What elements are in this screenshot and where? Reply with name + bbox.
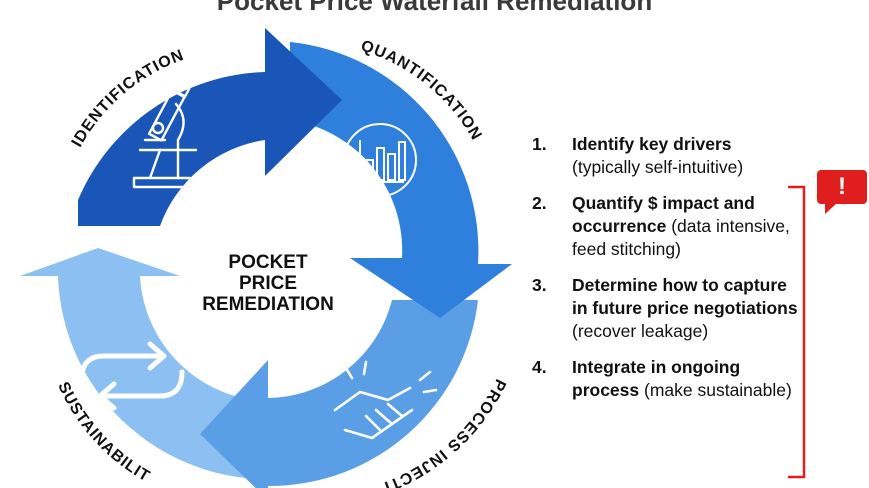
refresh-arrows-icon	[79, 341, 185, 411]
step-detail: (make sustainable)	[639, 380, 792, 400]
step-heading: Identify key drivers	[572, 134, 732, 154]
center-label-line: POCKET	[228, 252, 308, 273]
bar-chart-icon	[343, 123, 417, 197]
step-heading: Integrate in ongoing process	[572, 357, 741, 400]
center-label: POCKET PRICE REMEDIATION	[170, 252, 366, 315]
red-bracket	[788, 185, 806, 479]
step-item: 3. Determine how to capture in future pr…	[532, 274, 802, 343]
page-title: Pocket Price Waterfall Remediation	[216, 0, 653, 16]
step-heading: Determine how to capture in future price…	[572, 275, 798, 318]
remediation-cycle-diagram: IDENTIFICATION QUANTIFICATION PROCESS IN…	[0, 0, 512, 488]
identification-arrow	[78, 28, 342, 226]
alert-callout-tail	[825, 203, 837, 214]
steps-list: 1. Identify key drivers (typically self-…	[532, 133, 802, 415]
center-label-line: PRICE	[238, 273, 298, 294]
step-number: 3.	[532, 275, 547, 295]
step-item: 2. Quantify $ impact and occurrence (dat…	[532, 192, 802, 261]
microscope-icon	[132, 79, 198, 189]
alert-icon: !	[817, 170, 867, 204]
step-detail: (recover leakage)	[572, 321, 709, 341]
step-detail: (typically self-intuitive)	[572, 157, 744, 177]
step-heading: Quantify $ impact and occurrence	[572, 193, 755, 236]
step-number: 2.	[532, 193, 547, 213]
step-number: 4.	[532, 357, 547, 377]
process-injection-arrow	[200, 300, 478, 488]
step-item: 1. Identify key drivers (typically self-…	[532, 133, 802, 179]
step-item: 4. Integrate in ongoing process (make su…	[532, 356, 802, 402]
center-label-line: REMEDIATION	[202, 294, 334, 315]
step-number: 1.	[532, 134, 547, 154]
step-detail: (data intensive, feed stitching)	[572, 216, 790, 259]
handshake-icon	[333, 360, 438, 440]
